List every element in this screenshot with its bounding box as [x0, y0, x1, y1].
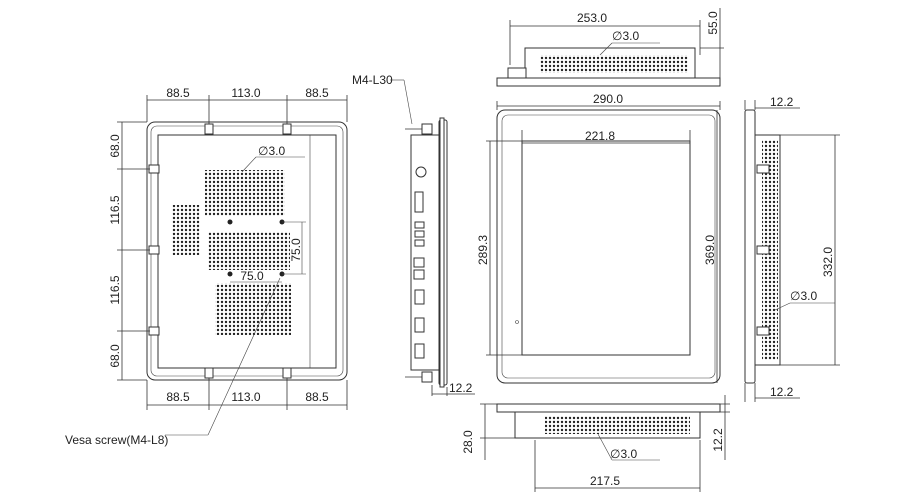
height-label: 369.0	[703, 235, 717, 265]
dim-label: 55.0	[706, 11, 720, 35]
diameter-label: ∅3.0	[612, 29, 639, 43]
dim-label: 332.0	[821, 247, 835, 277]
dim-label: 68.0	[108, 344, 122, 368]
diameter-label: ∅3.0	[790, 289, 817, 303]
front-view: 290.0 221.8 289.3 369.0	[476, 92, 721, 384]
vesa-screw-label: Vesa screw(M4-L8)	[65, 433, 168, 447]
dim-label: 116.5	[108, 275, 122, 304]
dim-label: 113.0	[231, 390, 260, 404]
dim-label: 12.2	[449, 381, 473, 395]
dim-label: 88.5	[166, 86, 190, 100]
vesa-horizontal-label: 75.0	[240, 269, 264, 283]
diameter-label: ∅3.0	[258, 144, 285, 158]
dim-label: 12.2	[711, 428, 725, 452]
screen-width-label: 221.8	[585, 129, 615, 143]
screen-height-label: 289.3	[476, 235, 490, 265]
dim-label: 113.0	[231, 86, 260, 100]
dim-label: 88.5	[166, 390, 190, 404]
vent-grid	[205, 170, 285, 216]
vent-grid	[172, 205, 200, 255]
vesa-vertical-label: 75.0	[289, 238, 303, 262]
dim-label: 28.0	[461, 430, 475, 454]
vent-grid	[208, 232, 290, 270]
bottom-view: 28.0 12.2 ∅3.0 217.5	[461, 395, 730, 492]
dim-label: 253.0	[577, 11, 607, 25]
dim-label: 12.2	[770, 95, 794, 109]
vent-grid	[215, 283, 291, 335]
rear-view: 88.5 113.0 88.5 88.5 113.0 88.5 68.0 116…	[65, 86, 348, 447]
io-ports	[413, 166, 427, 359]
dim-label: 217.5	[590, 474, 620, 488]
right-view: 12.2 332.0 ∅3.0 12.2	[744, 95, 840, 402]
screw-label: M4-L30	[352, 73, 393, 87]
dim-label: 88.5	[305, 390, 329, 404]
top-view: 253.0 55.0 ∅3.0	[496, 8, 724, 87]
width-label: 290.0	[593, 92, 623, 106]
dim-label: 68.0	[108, 134, 122, 158]
dim-label: 88.5	[305, 86, 329, 100]
diameter-label: ∅3.0	[610, 447, 637, 461]
side-view: M4-L30 12.2	[352, 73, 475, 396]
dim-label: 116.5	[108, 195, 122, 224]
dim-label: 12.2	[770, 385, 794, 399]
